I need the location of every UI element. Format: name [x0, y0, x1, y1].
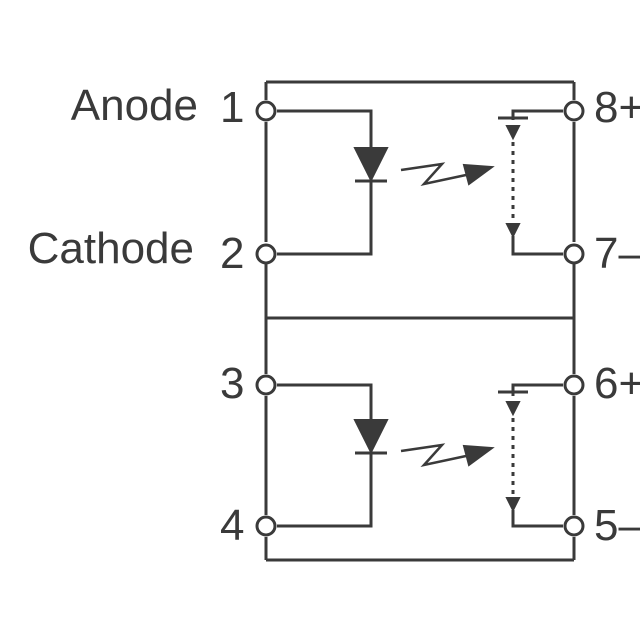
pin-7-label: 7– [594, 229, 640, 278]
pin-1-terminal [255, 100, 277, 122]
anode-label: Anode [71, 81, 198, 130]
package-outline [264, 80, 576, 562]
pin-8-label: 8+ [594, 83, 640, 132]
light-arrow-1 [400, 162, 495, 187]
pin-6-terminal [563, 374, 585, 396]
detector-1-top-arrow [505, 125, 521, 141]
led-1-triangle [353, 147, 389, 183]
led-2-triangle [353, 419, 389, 455]
pin-4-terminal [255, 515, 277, 537]
pin-5-terminal [563, 515, 585, 537]
pin-2-terminal [255, 243, 277, 265]
pin-5-label: 5– [594, 501, 640, 550]
light-arrow-2 [400, 443, 495, 468]
channel-2-led [277, 383, 389, 528]
channel-2-detector [498, 383, 563, 528]
detector-2-top-arrow [505, 401, 521, 417]
pin-8-terminal [563, 100, 585, 122]
pin-1-label: 1 [220, 83, 244, 132]
channel-1-detector [498, 109, 563, 256]
pin-4-label: 4 [220, 501, 244, 550]
pin-3-terminal [255, 374, 277, 396]
detector-1-bottom-arrow [505, 223, 521, 239]
pin-2-label: 2 [220, 229, 244, 278]
pin-6-label: 6+ [594, 359, 640, 408]
detector-2-bottom-arrow [505, 497, 521, 513]
channel-1-led [277, 109, 389, 256]
pin-7-terminal [563, 243, 585, 265]
pin-3-label: 3 [220, 359, 244, 408]
cathode-label: Cathode [28, 224, 194, 273]
